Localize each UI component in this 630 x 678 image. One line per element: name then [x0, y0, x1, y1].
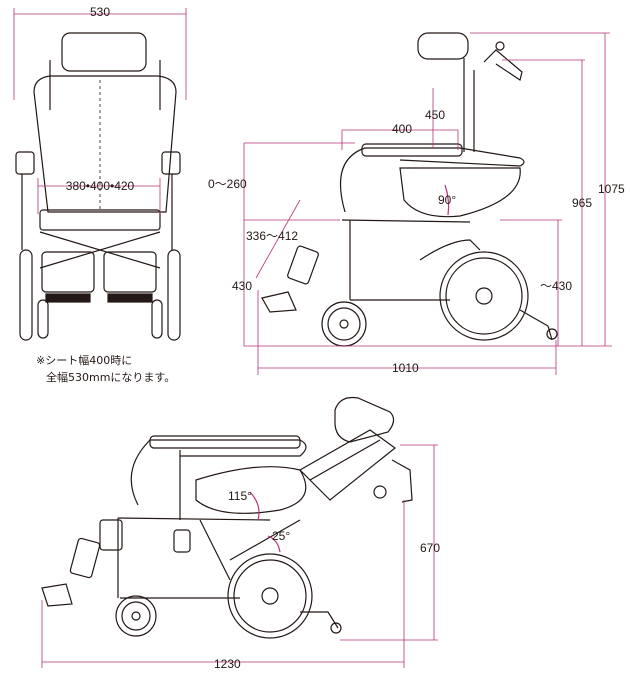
- width-front-label: 530: [90, 5, 110, 19]
- front-headrest: [61, 32, 147, 72]
- front-backrest: [33, 75, 177, 213]
- reclined-length-label: 1230: [214, 657, 241, 671]
- total-length-label: 1010: [392, 361, 419, 375]
- reclined-height-label: 670: [420, 541, 440, 555]
- side-dimension-lines: [243, 32, 612, 375]
- side-headrest: [417, 32, 469, 60]
- seat-height-front-label: 430: [232, 279, 252, 293]
- tilt-angle-label: 25°: [272, 529, 290, 543]
- note-line-1: ※シート幅400時に: [36, 354, 132, 367]
- side-push-handle: [483, 49, 523, 81]
- backrest-angle-label: 90°: [438, 193, 456, 207]
- armrest-length-label: 400: [392, 122, 412, 136]
- reclined-dimension-lines: [41, 444, 438, 668]
- seat-depth-range-label: 336〜412: [246, 229, 298, 243]
- front-view: [15, 32, 181, 341]
- front-left-armrest: [15, 151, 35, 175]
- total-height-label: 1075: [598, 182, 625, 196]
- front-right-armrest: [161, 151, 181, 175]
- seat-to-headrest-label: 450: [425, 108, 445, 122]
- note-line-2: 全幅530mmになります。: [46, 370, 175, 384]
- reclined-caster: [115, 595, 157, 637]
- front-dimension-lines: [13, 8, 187, 214]
- side-rear-wheel: [439, 251, 529, 341]
- side-view-reclined: [41, 396, 413, 639]
- armrest-height-range-label: 0〜260: [208, 177, 247, 191]
- reclined-back-angle-label: 115°: [228, 489, 252, 503]
- reclined-rear-wheel: [227, 553, 313, 639]
- seat-height-rear-label: 〜430: [540, 279, 572, 293]
- backrest-height-label: 965: [572, 196, 592, 210]
- side-view-upright: [261, 32, 558, 347]
- reclined-headrest: [334, 396, 395, 443]
- seat-width-label: 380•400•420: [66, 179, 135, 193]
- side-caster: [321, 301, 367, 347]
